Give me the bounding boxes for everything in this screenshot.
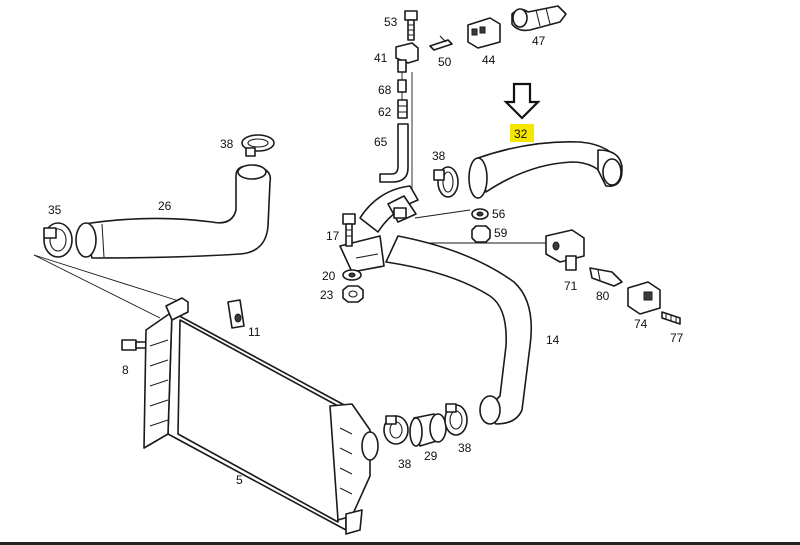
callout-38: 38 [458,441,472,455]
callout-11: 11 [248,325,261,339]
part-68-pin [397,79,407,93]
callout-56: 56 [492,207,506,221]
part-11-clip [227,299,245,329]
callout-17: 17 [326,229,340,243]
part-35-clamp [43,222,73,258]
part-65-pipe [379,123,409,183]
part-41-sensor [395,42,419,73]
callout-8: 8 [122,363,129,377]
part-44-connector [467,17,501,49]
part-38-clamp [433,166,459,198]
part-53-bolt [404,10,418,41]
callout-59: 59 [494,226,508,240]
part-47-boot [511,5,567,32]
callout-53: 53 [384,15,398,29]
callout-14: 14 [546,333,560,347]
part-74-connector [627,281,661,315]
callout-44: 44 [482,53,496,67]
part-38-clamp [241,134,275,157]
callout-32: 32 [514,127,528,141]
part-80-terminal [589,267,623,287]
bottom-border [0,542,800,545]
part-38-clamp [383,415,409,445]
part-56-washer [471,208,489,220]
callout-38: 38 [398,457,412,471]
part-20-washer [342,269,362,281]
callout-26: 26 [158,199,172,213]
part-38-clamp [444,403,468,436]
callout-71: 71 [564,279,578,293]
part-23-nut [342,285,364,303]
part-29-sleeve [409,413,447,447]
callout-62: 62 [378,105,392,119]
callout-5: 5 [236,473,243,487]
part-32-hose [468,141,623,199]
part-8-bolt [121,339,149,351]
callout-80: 80 [596,289,610,303]
part-26-hose [75,164,272,259]
callout-35: 35 [48,203,62,217]
callout-68: 68 [378,83,392,97]
callout-23: 23 [320,288,334,302]
part-17-bolt [342,213,356,247]
callout-38: 38 [220,137,234,151]
intercooler-fins [149,339,353,495]
part-62-fitting [397,99,408,119]
callout-65: 65 [374,135,388,149]
part-50-clip [429,35,453,51]
central-pipe-junction [359,185,419,233]
callout-29: 29 [424,449,438,463]
callout-38: 38 [432,149,446,163]
callout-labels: 53 44 47 41 50 68 62 65 32 38 35 26 38 5… [48,15,684,487]
part-71-sensor [545,229,585,271]
part-59-nut [471,225,491,243]
callout-50: 50 [438,55,452,69]
callout-32-highlight [510,124,534,142]
callout-74: 74 [634,317,648,331]
callout-77: 77 [670,331,684,345]
part-14-hose [385,235,533,425]
part-5-intercooler [143,297,379,535]
callout-20: 20 [322,269,336,283]
part-77-bolt [661,311,681,325]
callout-41: 41 [374,51,388,65]
callout-47: 47 [532,34,546,48]
down-arrow-icon [503,82,541,120]
